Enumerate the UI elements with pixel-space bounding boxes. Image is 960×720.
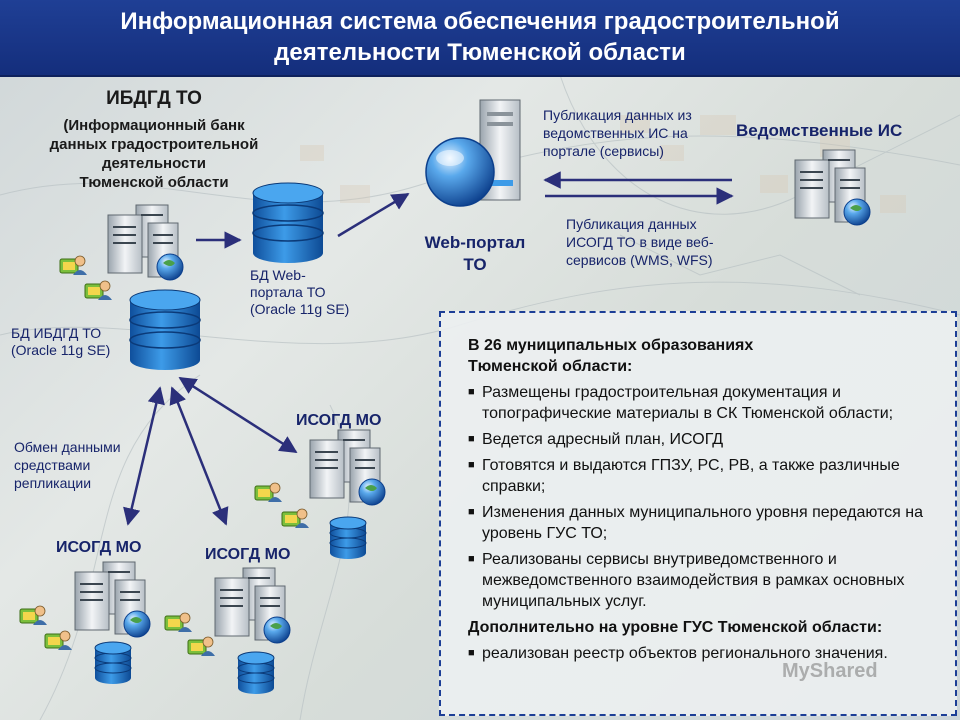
isogd-left-server-icon (74, 561, 151, 638)
isogd-left-database-icon (94, 641, 132, 685)
vedomstv-server-icon (794, 149, 871, 226)
ibdgd-title: ИБДГД ТО (106, 88, 202, 109)
exchange-line3: репликации (14, 475, 92, 491)
user-icon (84, 280, 113, 301)
bullet-icon: ■ (468, 506, 475, 518)
ibdgd-database-icon (129, 289, 201, 371)
panel-item-text: Ведется адресный план, ИСОГД (482, 431, 724, 448)
page-title-line1: Информационная система обеспечения градо… (120, 8, 840, 35)
db-ibdgd-line1: БД ИБДГД ТО (11, 325, 102, 341)
pub-to-label: Публикация данных ИСОГД ТО в виде веб- с… (566, 215, 714, 269)
arrow-replication-right (178, 376, 298, 454)
isogd-right-label: ИСОГД МО (296, 412, 382, 429)
web-portal-database-icon (252, 182, 324, 264)
user-icon (59, 255, 88, 276)
exchange-line1: Обмен данными (14, 439, 121, 455)
isogd-right-database-icon (329, 516, 367, 560)
panel-subheading: Дополнительно на уровне ГУС Тюменской об… (468, 619, 883, 636)
bullet-icon: ■ (468, 459, 475, 471)
panel-item-text: Готовятся и выдаются ГПЗУ, РС, РВ, а так… (482, 457, 900, 495)
panel-list-item: ■ Реализованы сервисы внутриведомственног… (468, 549, 954, 612)
isogd-right-server-icon (309, 429, 386, 506)
arrow-replication-left (123, 386, 165, 526)
db-web-line2: портала ТО (250, 284, 326, 300)
web-portal-label: Web-портал ТО (400, 232, 550, 276)
vedomstv-label: Ведомственные ИС (736, 121, 903, 140)
ibdgd-description: (Информационный банк данных градостроите… (10, 116, 298, 192)
web-portal-line2: ТО (463, 255, 487, 274)
panel-heading-line2: Тюменской области: (468, 358, 633, 375)
pub-to-line3: сервисов (WMS, WFS) (566, 252, 713, 268)
globe-icon (425, 137, 495, 207)
panel-item-text: реализован реестр объектов регионального… (482, 645, 888, 662)
db-web-line3: (Oracle 11g SE) (250, 301, 350, 317)
user-icon (187, 636, 216, 657)
db-web-line1: БД Web- (250, 267, 306, 283)
pub-to-line2: ИСОГД ТО в виде веб- (566, 234, 714, 250)
ibdgd-server-icon (107, 204, 184, 281)
isogd-left-label: ИСОГД МО (56, 539, 142, 556)
arrow-webdb-to-portal (337, 192, 410, 238)
exchange-line2: средствами (14, 457, 91, 473)
arrow-replication-mid (169, 386, 229, 526)
panel-list-item: ■ Готовятся и выдаются ГПЗУ, РС, РВ, а та… (468, 455, 954, 497)
panel-list-item: ■ Изменения данных муниципального уровня … (468, 502, 954, 544)
user-icon (19, 605, 48, 626)
ibdgd-sub2: данных градостроительной (49, 136, 259, 153)
db-ibdgd-label: БД ИБДГД ТО (Oracle 11g SE) (11, 325, 110, 359)
user-icon (281, 508, 310, 529)
panel-list-item: ■ реализован реестр объектов региональног… (468, 643, 954, 664)
panel-heading: В 26 муниципальных образованиях Тюменско… (468, 335, 954, 377)
ibdgd-sub4: Тюменской области (79, 174, 229, 191)
panel-item-text: Изменения данных муниципального уровня п… (482, 504, 923, 542)
user-icon (254, 482, 283, 503)
pub-to-line1: Публикация данных (566, 216, 697, 232)
pub-from-label: Публикация данных из ведомственных ИС на… (543, 106, 692, 160)
isogd-mid-server-icon (214, 567, 291, 644)
user-icon (164, 612, 193, 633)
panel-item-text: Размещены градостроительная документация… (482, 384, 894, 422)
db-ibdgd-line2: (Oracle 11g SE) (11, 342, 111, 358)
bullet-icon: ■ (468, 433, 475, 445)
ibdgd-sub3: деятельности (102, 155, 206, 172)
pub-from-line1: Публикация данных из (543, 107, 692, 123)
db-web-label: БД Web- портала ТО (Oracle 11g SE) (250, 267, 349, 318)
bullet-icon: ■ (468, 386, 475, 398)
bullet-icon: ■ (468, 553, 475, 565)
pub-from-line2: ведомственных ИС на (543, 125, 688, 141)
ibdgd-sub1: (Информационный банк (63, 117, 245, 134)
exchange-label: Обмен данными средствами репликации (14, 438, 121, 492)
web-portal-line1: Web-портал (424, 233, 526, 252)
panel-list-item: ■ Ведется адресный план, ИСОГД (468, 429, 954, 450)
panel-list-item: ■ Размещены градостроительная документаци… (468, 382, 954, 424)
header-banner: Информационная система обеспечения градо… (0, 0, 960, 77)
user-icon (44, 630, 73, 651)
watermark: MyShared (782, 660, 878, 682)
isogd-mid-database-icon (237, 651, 275, 695)
panel-item-text: Реализованы сервисы внутриведомственного… (482, 551, 905, 610)
bullet-icon: ■ (468, 647, 475, 659)
isogd-mid-label: ИСОГД МО (205, 546, 291, 563)
pub-from-line3: портале (сервисы) (543, 143, 664, 159)
page-title-line2: деятельности Тюменской области (274, 39, 686, 66)
panel-heading-line1: В 26 муниципальных образованиях (468, 337, 754, 354)
info-panel-content: В 26 муниципальных образованиях Тюменско… (468, 335, 954, 669)
info-panel: В 26 муниципальных образованиях Тюменско… (439, 311, 957, 716)
